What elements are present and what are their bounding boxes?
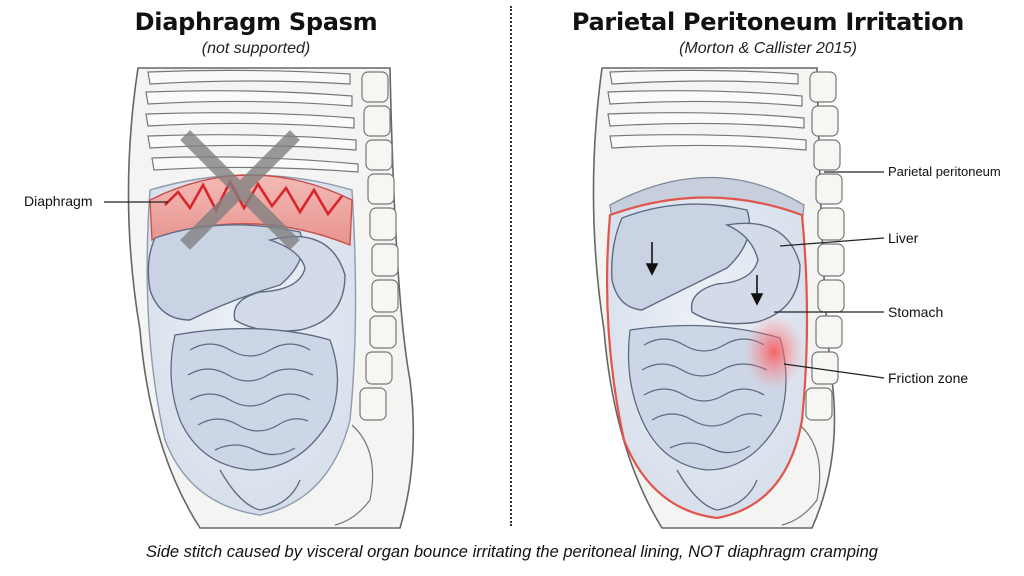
friction-zone-label: Friction zone	[888, 370, 968, 386]
liver-label: Liver	[888, 230, 918, 246]
friction-zone-highlight	[744, 314, 804, 390]
right-panel-subtitle: (Morton & Callister 2015)	[512, 40, 1024, 58]
right-panel-title: Parietal Peritoneum Irritation	[512, 8, 1024, 36]
figure-caption: Side stitch caused by visceral organ bou…	[0, 543, 1024, 562]
panel-diaphragm-spasm: Diaphragm Spasm (not supported) Diaphrag…	[0, 0, 512, 540]
parietal-peritoneum-label: Parietal peritoneum	[888, 164, 1001, 179]
left-panel-subtitle: (not supported)	[0, 40, 512, 58]
peritoneum-irritation-illustration	[512, 0, 1024, 540]
diaphragm-spasm-illustration	[0, 0, 512, 540]
panel-peritoneum-irritation: Parietal Peritoneum Irritation (Morton &…	[512, 0, 1024, 540]
diaphragm-label: Diaphragm	[24, 193, 92, 209]
stomach-label: Stomach	[888, 304, 943, 320]
left-panel-title: Diaphragm Spasm	[0, 8, 512, 36]
